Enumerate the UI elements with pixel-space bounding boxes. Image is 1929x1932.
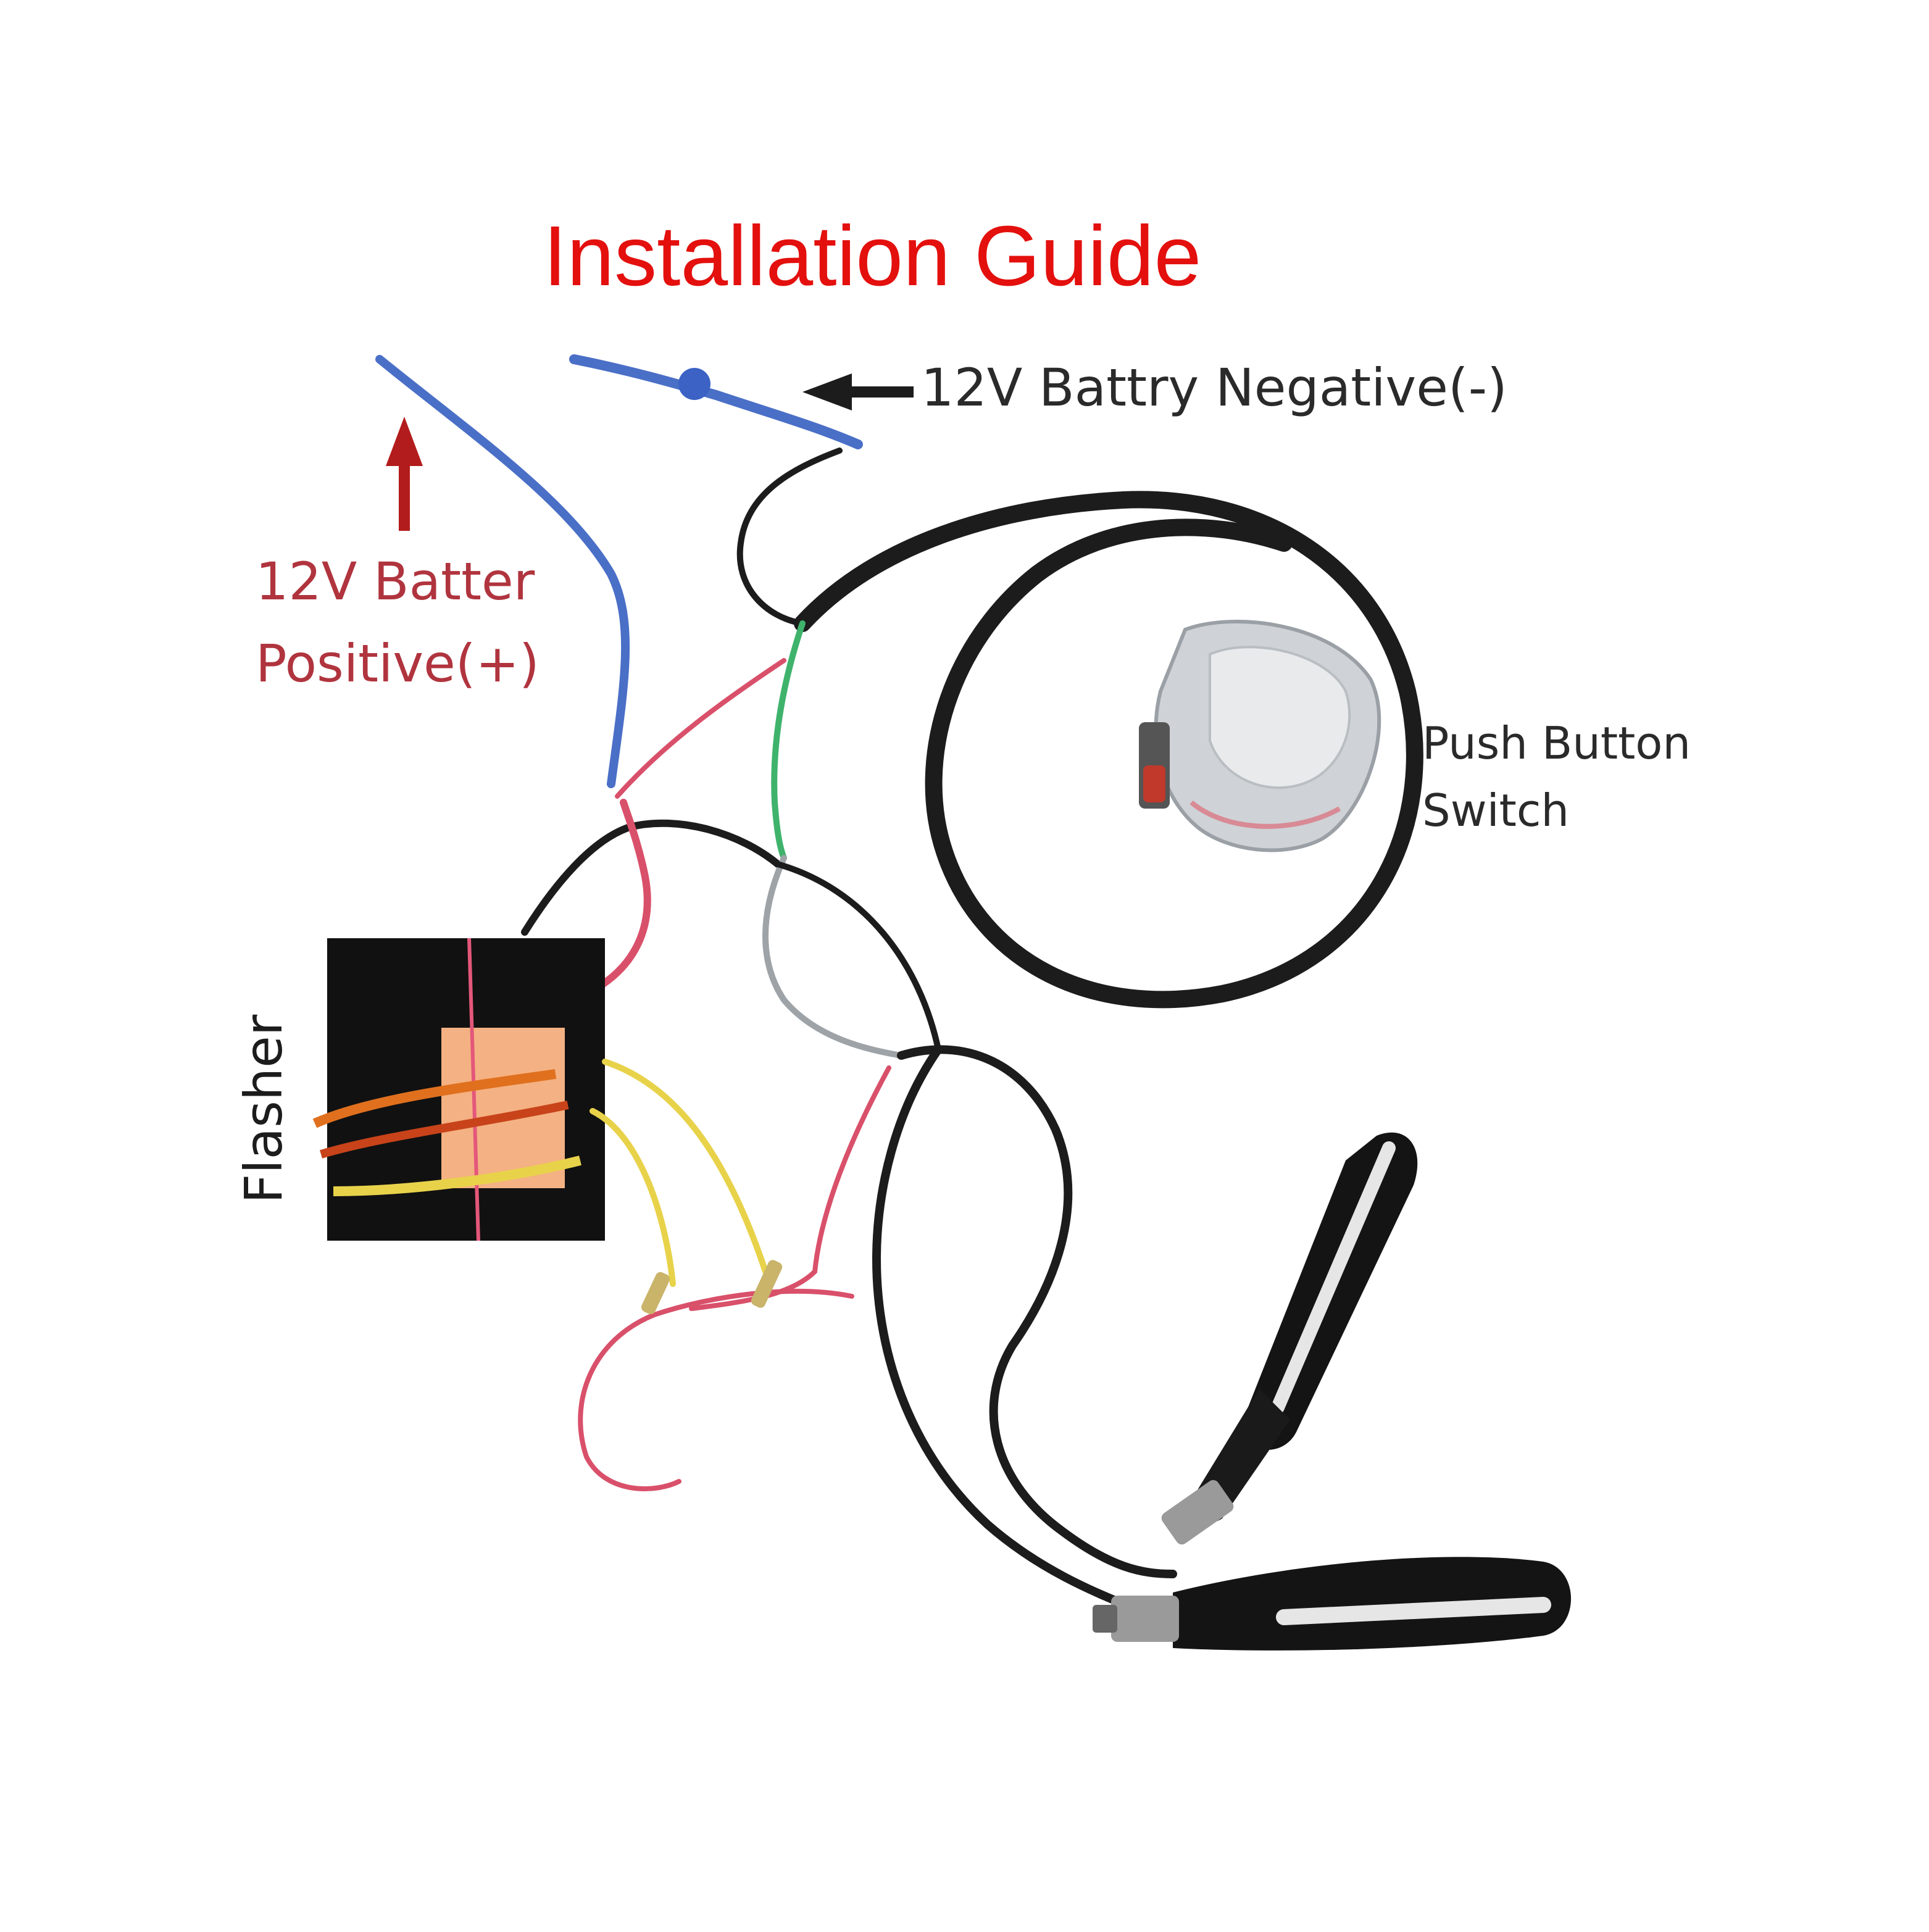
thin-black-wire — [736, 448, 843, 627]
connector-right — [751, 1260, 783, 1308]
flasher-black-wire — [521, 819, 781, 936]
flasher-label: Flasher — [233, 1014, 294, 1204]
red-wire-loop — [578, 1288, 854, 1491]
negative-connector-knot — [678, 368, 710, 400]
indicator-light-upper — [1161, 1132, 1418, 1545]
indicator-cable-a — [897, 1045, 1177, 1578]
blue-positive-wire — [375, 355, 630, 788]
positive-arrow-icon — [386, 417, 423, 531]
push-button-cable-loop — [794, 491, 1423, 1009]
flasher-red-wire — [583, 799, 651, 997]
flasher-unit — [312, 938, 605, 1241]
green-wire — [771, 620, 806, 861]
page-title: Installation Guide — [543, 209, 1202, 304]
indicator-light-lower — [1093, 1557, 1571, 1651]
push-button-switch — [1139, 620, 1381, 852]
push-button-line1: Push Button — [1422, 717, 1691, 769]
indicator-cable-b — [872, 1045, 1146, 1615]
grey-wire — [762, 855, 904, 1059]
black-wire-middle — [775, 861, 941, 1052]
blue-negative-wire — [569, 354, 863, 449]
connector-left — [641, 1272, 670, 1315]
battery-positive-label: 12V Batter Positive(+) — [256, 541, 540, 704]
push-button-label: Push Button Switch — [1422, 710, 1691, 845]
push-button-line2: Switch — [1422, 785, 1570, 837]
negative-arrow-icon — [802, 373, 914, 410]
battery-negative-label: 12V Battry Negative(-) — [921, 357, 1507, 418]
red-wire-lower — [689, 1065, 891, 1311]
yellow-wire-a — [602, 1059, 769, 1275]
red-wire-upper — [615, 658, 786, 799]
yellow-wire-b — [590, 1108, 676, 1287]
battery-positive-line2: Positive(+) — [256, 633, 540, 694]
battery-positive-line1: 12V Batter — [256, 551, 535, 612]
